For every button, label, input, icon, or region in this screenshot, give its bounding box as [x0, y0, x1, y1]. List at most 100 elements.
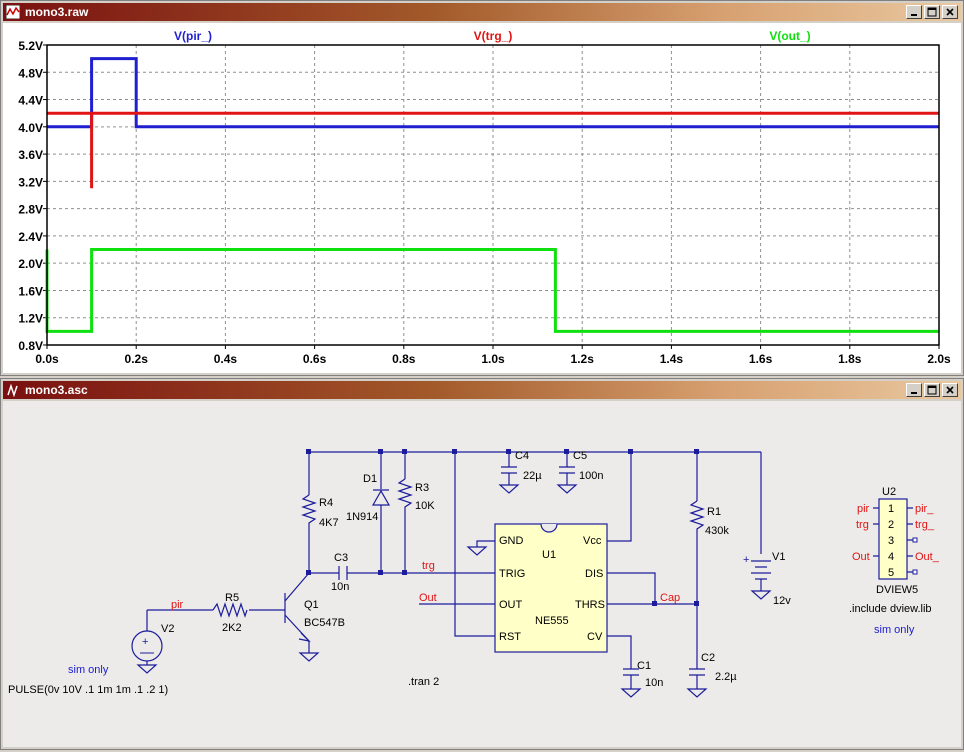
dview-pin-5: 5 — [888, 567, 894, 579]
net-label-pir: pir — [171, 599, 184, 611]
ground-v2 — [136, 661, 158, 674]
resistor-r4 — [301, 494, 317, 531]
y-tick-label: 1.2V — [18, 312, 43, 326]
close-button[interactable] — [942, 383, 958, 397]
x-tick-label: 2.0s — [927, 352, 951, 366]
label-d1: D1 — [363, 473, 377, 485]
x-tick-label: 0.4s — [214, 352, 238, 366]
y-tick-label: 4.4V — [18, 94, 43, 108]
y-tick-label: 2.8V — [18, 203, 43, 217]
x-tick-label: 0.8s — [392, 352, 416, 366]
pin-dis: DIS — [585, 568, 603, 580]
label-v2: V2 — [161, 623, 174, 635]
tran-directive: .tran 2 — [408, 676, 439, 688]
label-c2: C2 — [701, 652, 715, 664]
label-r1: R1 — [707, 506, 721, 518]
schematic-window[interactable]: mono3.asc — [0, 378, 964, 750]
pin-vcc: Vcc — [583, 535, 602, 547]
label-u2: U2 — [882, 486, 896, 498]
pin-trig: TRIG — [499, 568, 525, 580]
value-q1: BC547B — [304, 617, 345, 629]
label-c4: C4 — [515, 450, 529, 462]
y-tick-label: 4.8V — [18, 66, 43, 80]
dview-pin-4: 4 — [888, 551, 894, 563]
resistor-r5 — [212, 602, 248, 618]
x-tick-label: 1.2s — [571, 352, 595, 366]
legend-entry: V(pir_) — [174, 29, 212, 43]
dview-label-out-out: Out_ — [915, 551, 940, 563]
dview-label-trg: trg — [856, 519, 869, 531]
y-tick-label: 0.8V — [18, 339, 43, 353]
minimize-button[interactable] — [906, 383, 922, 397]
value-c5: 100n — [579, 470, 603, 482]
ic-u1 — [494, 523, 608, 653]
pin-cv: CV — [587, 631, 603, 643]
resistor-r1 — [689, 500, 705, 537]
restore-button[interactable] — [924, 5, 940, 19]
label-q1: Q1 — [304, 599, 319, 611]
schematic-drawing[interactable]: + + R4 4K7 D1 1N914 R3 10K C4 22µ C5 100… — [3, 401, 961, 747]
y-tick-label: 2.4V — [18, 230, 43, 244]
wire-cv — [607, 635, 632, 669]
value-u1: NE555 — [535, 615, 569, 627]
value-r5: 2K2 — [222, 622, 242, 634]
value-c2: 2.2µ — [715, 671, 737, 683]
y-tick-label: 5.2V — [18, 39, 43, 53]
minimize-button[interactable] — [906, 5, 922, 19]
x-tick-label: 0.0s — [35, 352, 59, 366]
net-label-cap: Cap — [660, 592, 680, 604]
plus-sign: + — [142, 636, 148, 648]
dview-label-out: Out — [852, 551, 870, 563]
schematic-canvas[interactable]: + + R4 4K7 D1 1N914 R3 10K C4 22µ C5 100… — [3, 401, 961, 747]
x-tick-label: 1.4s — [660, 352, 684, 366]
value-c1: 10n — [645, 677, 663, 689]
value-u2: DVIEW5 — [876, 584, 918, 596]
schematic-titlebar[interactable]: mono3.asc — [3, 381, 961, 399]
wire-u2 — [873, 507, 913, 557]
wire-gnd — [476, 540, 495, 547]
chart-grid — [46, 44, 940, 346]
series-line-V(pir_) — [47, 57, 939, 129]
ic-u2 — [878, 498, 908, 580]
label-c5: C5 — [573, 450, 587, 462]
series-line-V(trg_) — [47, 111, 939, 189]
y-axis-ticks: 0.8V1.2V1.6V2.0V2.4V2.8V3.2V3.6V4.0V4.4V… — [18, 39, 47, 353]
label-r4: R4 — [319, 497, 333, 509]
dview-pin-1: 1 — [888, 503, 894, 515]
ic-u1-notch — [540, 523, 558, 533]
y-tick-label: 3.2V — [18, 175, 43, 189]
x-tick-label: 1.6s — [749, 352, 773, 366]
ground-q1 — [298, 652, 320, 662]
dview-pin-3: 3 — [888, 535, 894, 547]
diode-d1 — [371, 489, 391, 506]
sim-only-note-v2: sim only — [68, 664, 109, 676]
close-button[interactable] — [942, 5, 958, 19]
transistor-q1 — [284, 572, 310, 653]
pin-out: OUT — [499, 599, 523, 611]
waveform-titlebar[interactable]: mono3.raw — [3, 3, 961, 21]
waveform-chart[interactable]: 0.8V1.2V1.6V2.0V2.4V2.8V3.2V3.6V4.0V4.4V… — [3, 23, 961, 373]
value-r4: 4K7 — [319, 517, 339, 529]
value-c3: 10n — [331, 581, 349, 593]
battery-v1 — [751, 560, 771, 591]
wire-rst — [454, 452, 495, 637]
ground-c2 — [686, 688, 708, 698]
dview-pin-2: 2 — [888, 519, 894, 531]
dview-label-trg-out: trg_ — [915, 519, 935, 531]
ground-u1 — [466, 546, 488, 556]
ground-c1 — [620, 688, 642, 698]
pin-thrs: THRS — [575, 599, 605, 611]
label-v1: V1 — [772, 551, 785, 563]
wire-vcc — [607, 452, 632, 542]
pulse-spec: PULSE(0v 10V .1 1m 1m .1 .2 1) — [8, 684, 168, 696]
value-r1: 430k — [705, 525, 729, 537]
dview-label-pir: pir — [857, 503, 870, 515]
chart-legend: V(pir_)V(trg_)V(out_) — [174, 29, 811, 43]
y-tick-label: 4.0V — [18, 121, 43, 135]
include-directive: .include dview.lib — [849, 603, 932, 615]
label-r5: R5 — [225, 592, 239, 604]
y-tick-label: 2.0V — [18, 257, 43, 271]
restore-button[interactable] — [924, 383, 940, 397]
